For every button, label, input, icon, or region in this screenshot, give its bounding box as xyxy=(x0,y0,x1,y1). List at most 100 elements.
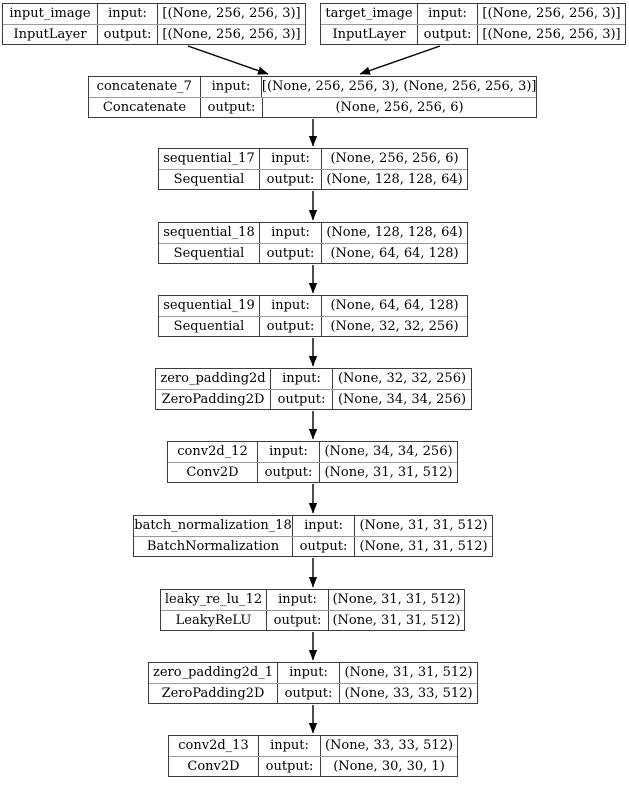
layer-type: LeakyReLU xyxy=(161,610,267,630)
input-shape-value: (None, 128, 128, 64) xyxy=(326,225,463,241)
layer-name: leaky_re_lu_12 xyxy=(161,590,267,610)
output-label: output: xyxy=(98,24,158,44)
output-label: output: xyxy=(293,536,355,556)
output-shape-value: (None, 32, 32, 256) xyxy=(330,318,459,334)
output-shape-value: (None, 128, 128, 64) xyxy=(326,171,463,187)
input-label: input: xyxy=(258,442,320,462)
output-label: output: xyxy=(260,169,322,189)
output-shape-value: (None, 256, 256, 6) xyxy=(335,99,464,115)
output-shape-value: (None, 31, 31, 512) xyxy=(359,538,488,554)
layer-name: zero_padding2d_1 xyxy=(149,663,278,683)
layer-type: ZeroPadding2D xyxy=(149,683,278,703)
input-label: input: xyxy=(201,77,263,97)
layer-type: InputLayer xyxy=(321,24,418,44)
input-shape-value: (None, 31, 31, 512) xyxy=(332,592,461,608)
input-shape-value: [(None, 256, 256, 3)] xyxy=(162,6,301,22)
input-label: input: xyxy=(418,4,478,24)
output-shape-value: [(None, 256, 256, 3)] xyxy=(482,26,621,42)
layer-type: Conv2D xyxy=(168,462,258,482)
output-label: output: xyxy=(271,389,333,409)
output-label: output: xyxy=(278,683,340,703)
output-label: output: xyxy=(258,462,320,482)
output-shape-value: [(None, 256, 256, 3)] xyxy=(162,26,301,42)
layer-name: input_image xyxy=(3,4,98,24)
layer-name: sequential_18 xyxy=(159,223,260,243)
layer-name: target_image xyxy=(321,4,418,24)
layer-type: BatchNormalization xyxy=(134,536,293,556)
layer-type: Sequential xyxy=(159,169,260,189)
input-label: input: xyxy=(267,590,329,610)
output-shape-value: (None, 33, 33, 512) xyxy=(344,685,473,701)
layer-type: Sequential xyxy=(159,316,260,336)
layer-type: Concatenate xyxy=(89,97,201,117)
output-shape-value: (None, 30, 30, 1) xyxy=(333,758,445,774)
layer-type: InputLayer xyxy=(3,24,98,44)
edge-target_image-to-concatenate_7 xyxy=(359,45,441,75)
output-shape-value: (None, 31, 31, 512) xyxy=(324,464,453,480)
input-shape-value: (None, 34, 34, 256) xyxy=(324,444,453,460)
output-label: output: xyxy=(418,24,478,44)
output-label: output: xyxy=(201,97,263,117)
input-shape-value: (None, 256, 256, 6) xyxy=(330,151,459,167)
input-shape-value: (None, 33, 33, 512) xyxy=(324,738,454,754)
output-shape-value: (None, 34, 34, 256) xyxy=(337,391,467,407)
input-label: input: xyxy=(98,4,158,24)
edge-input_image-to-concatenate_7 xyxy=(187,45,269,75)
input-label: input: xyxy=(260,223,322,243)
input-shape-value: [(None, 256, 256, 3)] xyxy=(482,6,621,22)
input-label: input: xyxy=(260,296,322,316)
input-label: input: xyxy=(271,369,333,389)
input-label: input: xyxy=(293,516,355,536)
input-shape-value: (None, 31, 31, 512) xyxy=(359,518,488,534)
input-label: input: xyxy=(260,149,322,169)
output-shape-value: (None, 31, 31, 512) xyxy=(332,612,461,628)
input-label: input: xyxy=(278,663,340,683)
layer-type: Sequential xyxy=(159,243,260,263)
layer-name: conv2d_12 xyxy=(168,442,258,462)
input-shape-value: (None, 32, 32, 256) xyxy=(337,371,467,387)
layer-name: sequential_17 xyxy=(159,149,260,169)
input-shape-value: [(None, 256, 256, 3), (None, 256, 256, 3… xyxy=(262,79,536,95)
output-label: output: xyxy=(260,316,322,336)
layer-name: zero_padding2d xyxy=(156,369,271,389)
output-label: output: xyxy=(267,610,329,630)
layer-name: sequential_19 xyxy=(159,296,260,316)
input-shape-value: (None, 64, 64, 128) xyxy=(330,298,459,314)
layer-name: batch_normalization_18 xyxy=(134,516,293,536)
output-shape-value: (None, 64, 64, 128) xyxy=(330,245,459,261)
input-label: input: xyxy=(259,736,321,756)
input-shape-value: (None, 31, 31, 512) xyxy=(344,665,473,681)
